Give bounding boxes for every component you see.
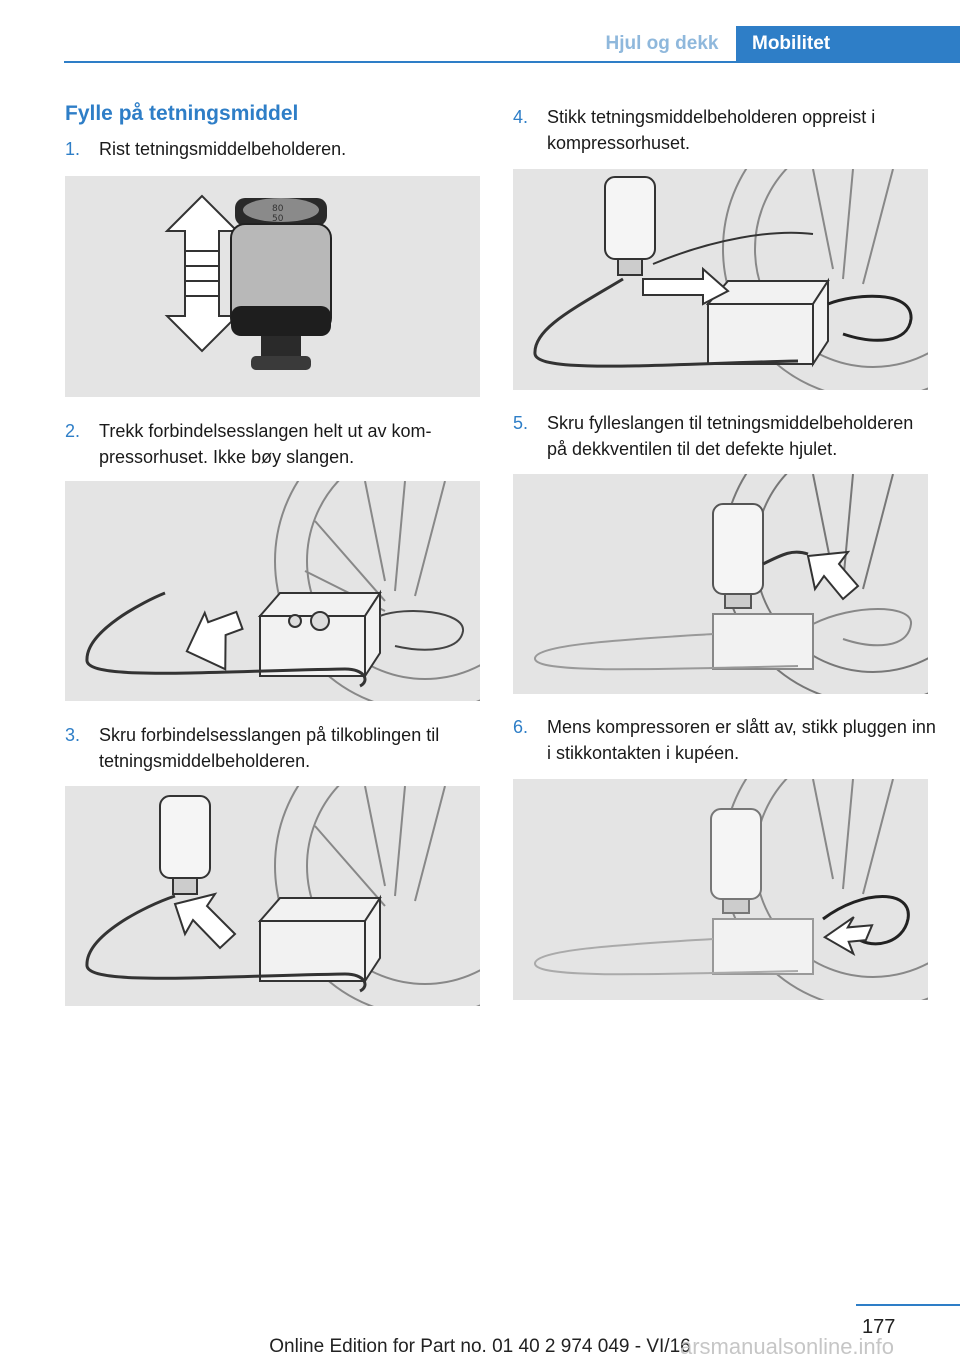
step-number: 2. — [65, 421, 81, 441]
step-6: 6. Mens kompressoren er slått av, stikk … — [513, 714, 936, 768]
sealant-bottle-icon: 80 50 — [230, 198, 332, 370]
header-rule — [64, 61, 960, 63]
up-left-arrow-icon — [806, 550, 860, 601]
sealant-bottle-icon — [159, 795, 211, 895]
step-number: 3. — [65, 725, 81, 745]
right-arrow-icon — [642, 266, 730, 306]
down-arrow-icon — [185, 610, 244, 671]
compressor-icon — [712, 613, 814, 670]
down-right-arrow-icon — [822, 916, 874, 957]
tab-hjul-og-dekk[interactable]: Hjul og dekk — [605, 33, 719, 54]
step-number: 5. — [513, 413, 529, 433]
step-1: 1. Rist tetningsmiddelbeholderen. — [65, 136, 485, 164]
wheel-icon — [274, 786, 480, 1006]
sealant-bottle-icon — [604, 176, 656, 276]
figure-connect-valve — [513, 474, 928, 694]
step-5: 5. Skru fylleslangen til tetningsmiddelb… — [513, 410, 933, 464]
watermark: arsmanualsonline.info — [680, 1334, 895, 1359]
up-left-arrow-icon — [173, 892, 237, 950]
step-text: Rist tetningsmiddelbeholderen. — [99, 139, 347, 159]
footer-rule — [856, 1304, 960, 1306]
sealant-bottle-icon — [712, 503, 764, 609]
wheel-icon — [274, 481, 480, 701]
footer-edition: Online Edition for Part no. 01 40 2 974 … — [269, 1336, 691, 1357]
step-text: Stikk tetningsmiddelbeholderen oppreist … — [547, 107, 876, 153]
sealant-bottle-icon — [710, 808, 762, 914]
section-title: Fylle på tetningsmiddel — [65, 102, 299, 125]
step-number: 4. — [513, 107, 529, 127]
page-number: 177 — [862, 1316, 896, 1338]
step-3: 3. Skru forbindelsesslangen på tilkoblin… — [65, 722, 485, 776]
compressor-icon — [257, 589, 382, 680]
figure-connect-hose — [65, 786, 480, 1006]
step-4: 4. Stikk tetningsmiddelbeholderen opprei… — [513, 104, 933, 158]
step-text: Trekk forbindelsesslangen helt ut av kom… — [99, 421, 432, 467]
figure-insert-bottle — [513, 169, 928, 390]
figure-shake-bottle: 80 50 — [65, 176, 480, 397]
compressor-icon — [257, 894, 382, 985]
bottle-label-50: 50 — [272, 214, 284, 224]
wheel-icon — [722, 169, 928, 390]
step-text: Skru fylleslangen til tetningsmiddelbeho… — [547, 413, 914, 459]
step-2: 2. Trekk forbindelsesslangen helt ut av … — [65, 418, 485, 472]
double-arrow-icon — [164, 194, 240, 353]
figure-plug-in — [513, 779, 928, 1000]
step-number: 1. — [65, 139, 81, 159]
tab-mobilitet[interactable]: Mobilitet — [736, 26, 960, 61]
step-text: Mens kompressoren er slått av, stikk plu… — [547, 717, 936, 763]
compressor-icon — [705, 277, 830, 368]
compressor-icon — [712, 918, 814, 975]
figure-pull-hose — [65, 481, 480, 701]
step-text: Skru forbindelsesslangen på tilkoblingen… — [99, 725, 440, 771]
step-number: 6. — [513, 717, 529, 737]
bottle-label-80: 80 — [272, 204, 284, 214]
